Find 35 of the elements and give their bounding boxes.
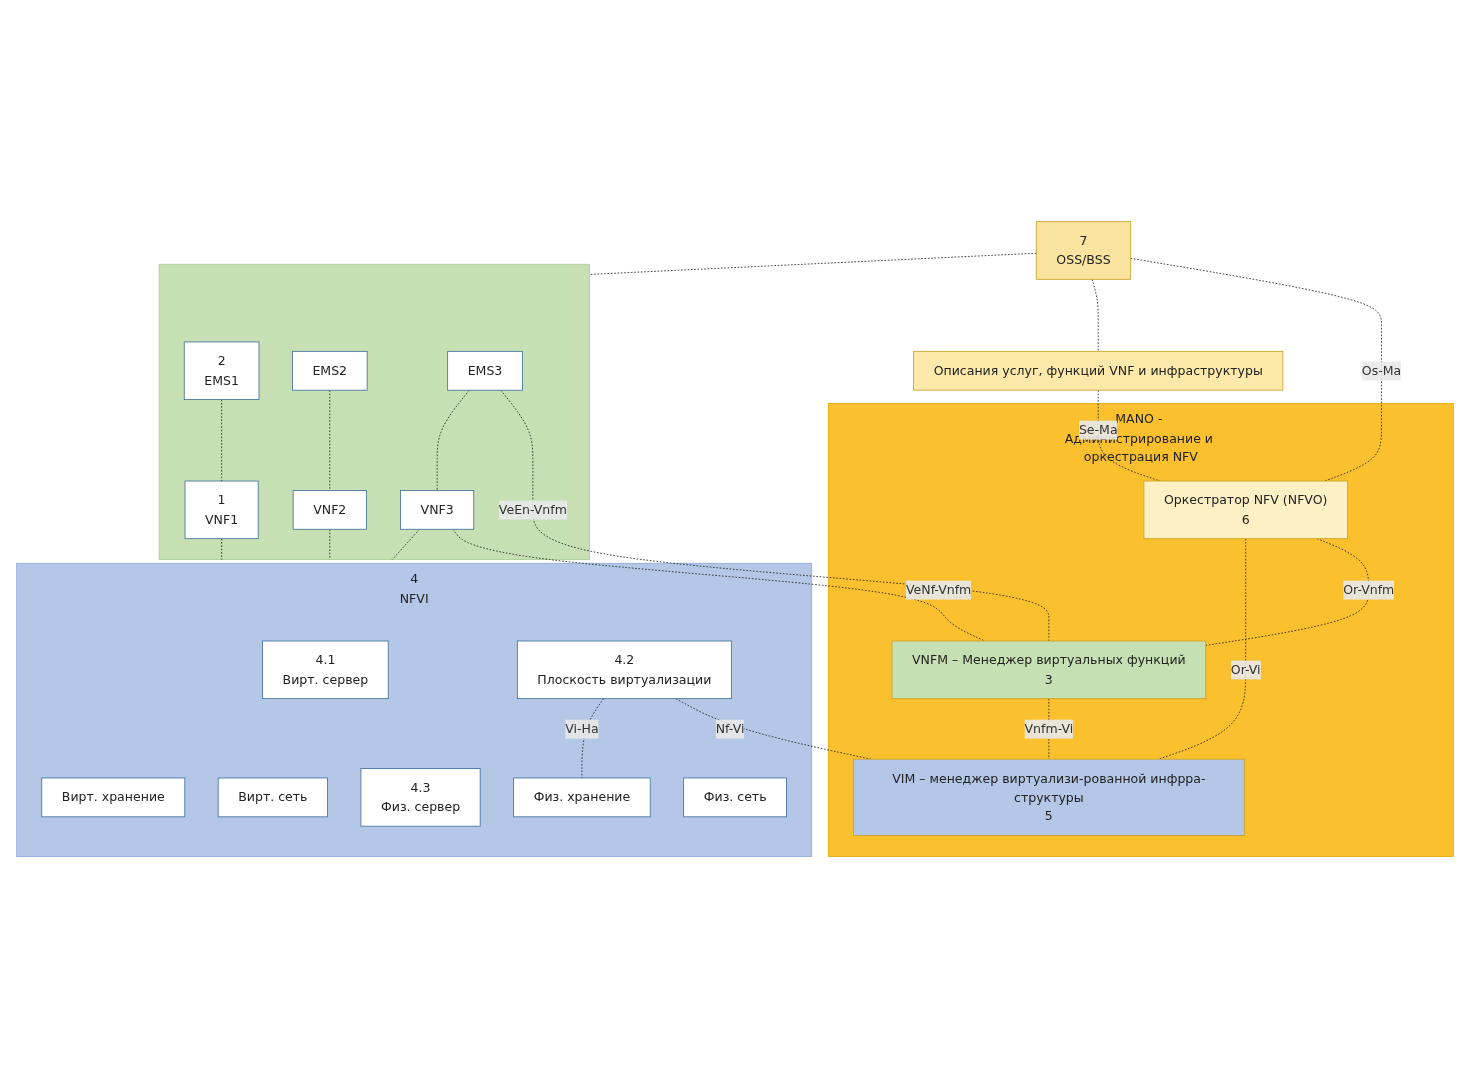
node-box: Оркестратор NFV (NFVO) 6	[1143, 480, 1348, 539]
node-box: VNF3	[400, 489, 475, 530]
node-box: EMS3	[447, 350, 523, 391]
connector	[581, 698, 605, 779]
connector	[1158, 538, 1247, 760]
edge-label: VeNf-Vnfm	[905, 582, 972, 598]
node-box: 2 EMS1	[183, 341, 260, 400]
node-box: Описания услуг, функций VNF и инфраструктуры	[913, 350, 1284, 391]
connector	[1130, 257, 1382, 482]
node-box: 4.2 Плоскость виртуализации	[516, 640, 732, 699]
edge-label: Vnfm-Vi	[1024, 721, 1074, 737]
connector	[221, 538, 223, 560]
edge-label: Or-Vnfm	[1343, 582, 1395, 598]
edge-label: Or-Vi	[1230, 661, 1261, 678]
node-box: EMS2	[291, 350, 368, 391]
node-box: VNFM – Менеджер виртуальных функций 3	[891, 640, 1207, 699]
node-box: VNF2	[292, 489, 367, 530]
connector	[589, 252, 1037, 275]
connector	[1205, 538, 1370, 646]
node-box: Физ. хранение	[513, 777, 651, 818]
edge-label: Os-Ma	[1361, 362, 1402, 378]
edge-label: Vi-Ha	[565, 721, 599, 737]
node-box: 4.3 Физ. сервер	[360, 768, 481, 827]
edge-label: Se-Ma	[1078, 422, 1118, 438]
connector	[436, 389, 470, 491]
node-box: Вирт. сеть	[217, 777, 328, 818]
node-box: Физ. сеть	[683, 777, 787, 818]
node-box: 1 VNF1	[184, 480, 259, 539]
node-box: 7 OSS/BSS	[1035, 221, 1132, 280]
node-box: Вирт. хранение	[41, 777, 186, 818]
connector	[391, 528, 420, 560]
node-box: VIM – менеджер виртуализи-рованной инфрра-структуры 5	[853, 758, 1245, 836]
edge-label: VeEn-Vnfm	[498, 502, 567, 518]
node-box: 4.1 Вирт. сервер	[262, 640, 389, 699]
edge-label: Nf-Vi	[715, 721, 745, 737]
